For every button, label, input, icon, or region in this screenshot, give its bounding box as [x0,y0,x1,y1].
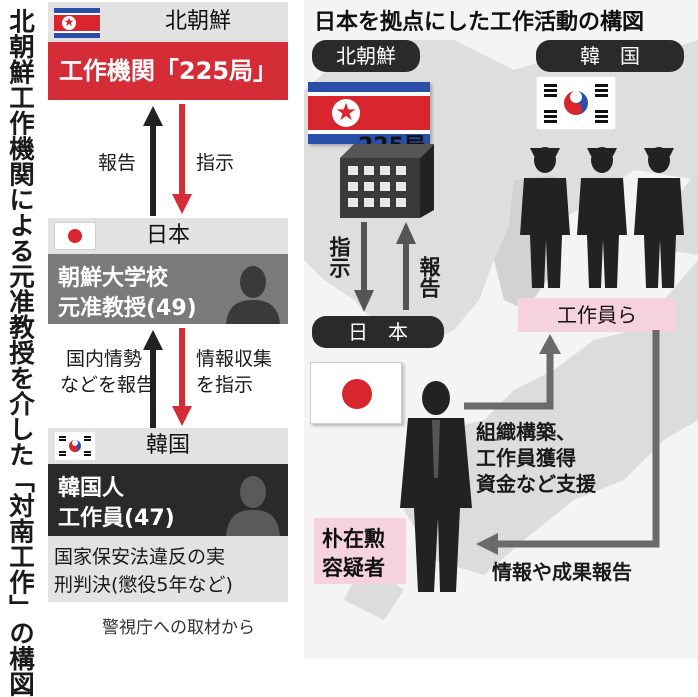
right-title: 日本を拠点にした工作活動の構図 [314,10,645,35]
korea-sentence-line1: 国家保安法違反の実 [54,546,226,568]
suspect-tag: 朴在勲 容疑者 [314,518,406,584]
nk-flag-large-icon: ★ [308,82,430,144]
middle-arrows [143,328,192,428]
support-line1: 組織構築、 [476,420,576,444]
suspect-title: 容疑者 [322,556,385,580]
nk-flag-icon: ★ [54,8,100,38]
nk-agency-label: 工作機関「225局」 [58,57,278,85]
japan-person-line2: 元准教授(49) [58,296,197,321]
right-japan-tag-label: 日 本 [348,320,408,344]
right-instruct-label: 指示 [327,236,351,278]
nk-agency-box: 工作機関「225局」 [48,42,288,100]
korea-flag-large-icon [536,76,616,130]
upper-arrows [143,104,192,216]
report-back-arrow [476,330,660,555]
suspect-silhouette-icon [400,381,472,592]
label-domestic-line1: 国内情勢 [66,348,143,370]
bureau-japan-arrows [354,222,416,312]
japan-flag-large-icon [310,362,402,424]
label-collect-line1: 情報収集 [196,348,273,370]
korea-sentence-box: 国家保安法違反の実 刑判決(懲役5年など) [48,536,288,602]
agents-tag-label: 工作員ら [557,303,637,327]
right-korea-tag-label: 韓 国 [580,44,640,68]
japan-flag-icon [54,222,96,250]
label-domestic-line2: などを報告 [60,374,156,396]
vertical-title: 北朝鮮工作機関による元准教授を介した「対南工作」の構図 [0,0,48,697]
source-note: 警視庁への取材から [102,618,255,638]
suspect-name: 朴在勲 [322,527,385,551]
nk-header-label: 北朝鮮 [164,9,231,34]
person-silhouette-icon [226,476,280,536]
right-nk-tag: 北朝鮮 [312,40,420,72]
support-arrow [464,334,561,410]
label-instruct: 指示 [196,152,235,174]
right-report-label: 報告 [417,256,441,298]
korea-flag-icon [54,431,96,461]
korea-header-label: 韓国 [145,433,190,458]
agents-tag: 工作員ら [518,298,676,332]
korea-person-line2: 工作員(47) [58,506,175,531]
right-japan-tag: 日 本 [312,316,444,348]
japan-person-box: 朝鮮大学校 元准教授(49) [48,254,288,324]
korea-person-line1: 韓国人 [58,476,125,501]
japan-header-label: 日本 [145,223,190,248]
japan-person-line1: 朝鮮大学校 [58,266,169,291]
right-korea-tag: 韓 国 [536,40,684,72]
support-line2: 工作員獲得 [476,446,576,470]
support-line3: 資金など支援 [476,472,596,496]
korea-person-box: 韓国人 工作員(47) [48,464,288,536]
label-report: 報告 [98,152,137,174]
person-silhouette-icon [226,266,280,324]
label-collect-line2: を指示 [196,374,254,396]
building-icon [340,144,434,218]
korea-sentence-line2: 刑判決(懲役5年など) [54,574,233,596]
report-back-label: 情報や成果報告 [492,560,632,584]
vertical-title-text: 北朝鮮工作機関による元准教授を介した「対南工作」の構図 [4,8,35,697]
agents-silhouette-icon [520,147,684,288]
right-nk-tag-label: 北朝鮮 [336,44,396,68]
